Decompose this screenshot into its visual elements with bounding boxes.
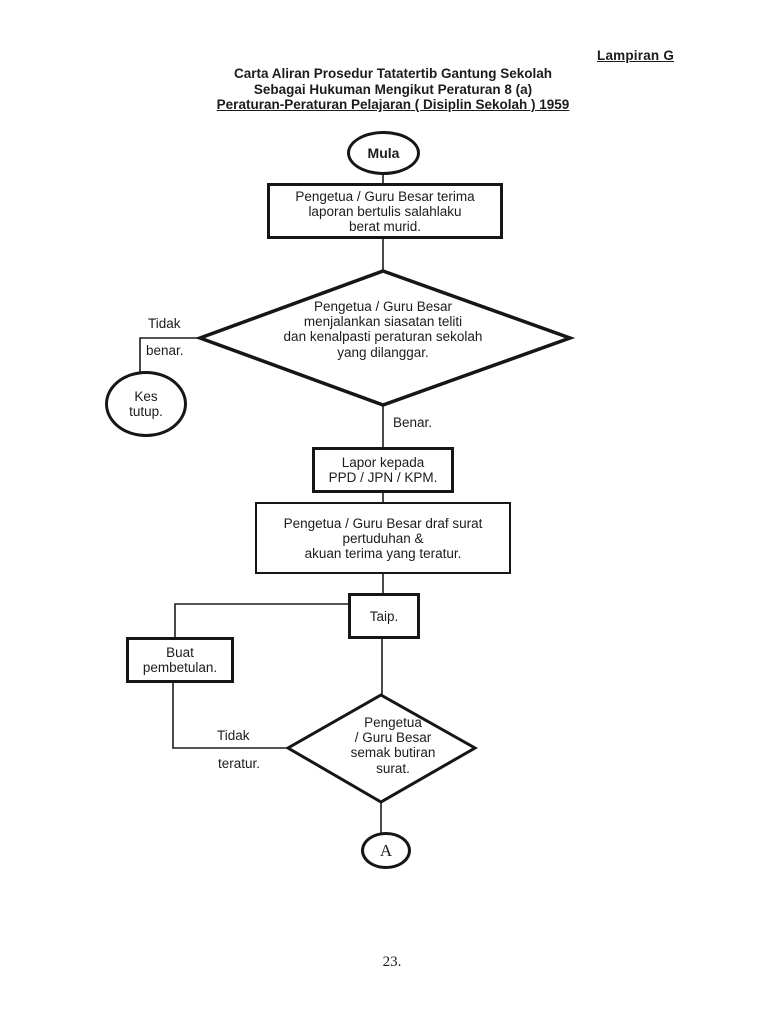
connector-decision1-to-case-closed <box>139 337 200 372</box>
title-line: Carta Aliran Prosedur Tatatertib Gantung… <box>233 66 553 81</box>
process-box-report-received: Pengetua / Guru Besar terima laporan ber… <box>267 183 503 239</box>
offpage-connector-a: A <box>361 832 411 869</box>
process-text-line: akuan terima yang teratur. <box>304 545 462 561</box>
process-text-line: Pengetua / Guru Besar draf surat <box>283 515 483 531</box>
terminal-text-line: Kes <box>134 389 158 404</box>
process-box-draft-letter: Pengetua / Guru Besar draf surat pertudu… <box>255 502 511 574</box>
process-text-line: Taip. <box>369 608 399 624</box>
connector-type-to-correction <box>174 603 348 638</box>
decision-text-line: surat. <box>376 760 410 776</box>
process-box-correction: Buat pembetulan. <box>126 637 234 683</box>
process-text-line: Pengetua / Guru Besar terima <box>295 188 475 204</box>
terminal-case-closed: Kes tutup. <box>105 371 187 437</box>
page-title: Carta Aliran Prosedur Tatatertib Gantung… <box>0 66 768 113</box>
page-number: 23. <box>382 954 402 970</box>
process-text-line: berat murid. <box>348 218 422 234</box>
process-box-report-authority: Lapor kepada PPD / JPN / KPM. <box>312 447 454 493</box>
connector-label: A <box>379 841 393 860</box>
decision-check-letter-text: Pengetua / Guru Besar semak butiran sura… <box>318 715 468 776</box>
decision-text-line: semak butiran <box>350 745 436 761</box>
terminal-text-line: tutup. <box>129 404 163 419</box>
decision-diamond-investigate <box>194 269 576 407</box>
process-text-line: laporan bertulis salahlaku <box>308 203 462 219</box>
connector-correction-to-decision2 <box>172 683 289 749</box>
decision-text-line: / Guru Besar <box>354 730 432 746</box>
branch-label-tidak-teratur-2: teratur. <box>218 756 261 771</box>
decision-investigate-text: Pengetua / Guru Besar menjalankan siasat… <box>233 299 533 360</box>
branch-label-benar: benar. <box>146 343 184 358</box>
title-line: Sebagai Hukuman Mengikut Peraturan 8 (a) <box>253 81 533 97</box>
process-box-type: Taip. <box>348 593 420 639</box>
branch-label-benar-true: Benar. <box>393 415 433 430</box>
decision-text-line: yang dilanggar. <box>337 344 429 360</box>
process-text-line: pembetulan. <box>142 660 218 675</box>
decision-text-line: menjalankan siasatan teliti <box>303 314 463 330</box>
decision-diamond-check-letter <box>284 693 479 804</box>
process-text-line: pertuduhan & <box>342 530 424 546</box>
title-line: Peraturan-Peraturan Pelajaran ( Disiplin… <box>216 97 570 112</box>
annex-label: Lampiran G <box>597 48 675 63</box>
process-text-line: PPD / JPN / KPM. <box>328 470 438 485</box>
process-text-line: Lapor kepada <box>341 455 425 470</box>
decision-text-line: dan kenalpasti peraturan sekolah <box>283 329 483 345</box>
start-terminal-label: Mula <box>367 144 400 161</box>
start-terminal-mula: Mula <box>347 131 420 175</box>
branch-label-tidak-teratur-1: Tidak <box>217 728 250 743</box>
decision-text-line: Pengetua / Guru Besar <box>313 299 453 314</box>
decision-text-line: Pengetua <box>364 715 422 730</box>
branch-label-tidak: Tidak <box>148 316 181 331</box>
process-text-line: Buat <box>166 645 194 660</box>
